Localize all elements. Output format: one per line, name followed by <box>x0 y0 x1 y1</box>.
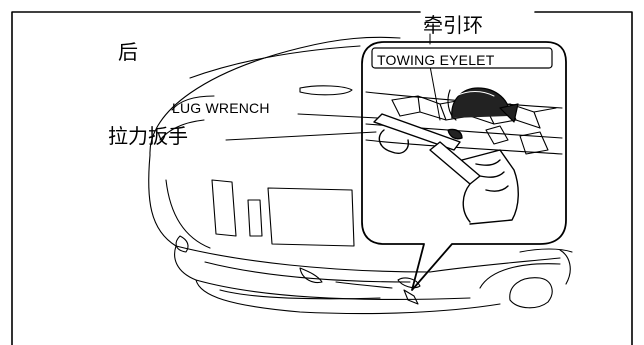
towing-eyelet-cn-label: 牵引环 <box>423 13 483 37</box>
towing-eyelet-en-label: TOWING EYELET <box>377 52 495 68</box>
leader-lines <box>225 33 441 141</box>
lug-wrench <box>373 113 519 225</box>
car-rear-illustration <box>148 36 573 315</box>
lug-wrench-en-label: LUG WRENCH <box>172 100 270 116</box>
diagram-frame <box>11 11 633 345</box>
lug-wrench-cn-label: 拉力扳手 <box>108 124 188 148</box>
rotation-arrow <box>451 87 519 123</box>
towing-eyelet-box <box>371 47 553 69</box>
rear-label: 后 <box>118 40 138 64</box>
zoom-callout <box>361 41 567 291</box>
